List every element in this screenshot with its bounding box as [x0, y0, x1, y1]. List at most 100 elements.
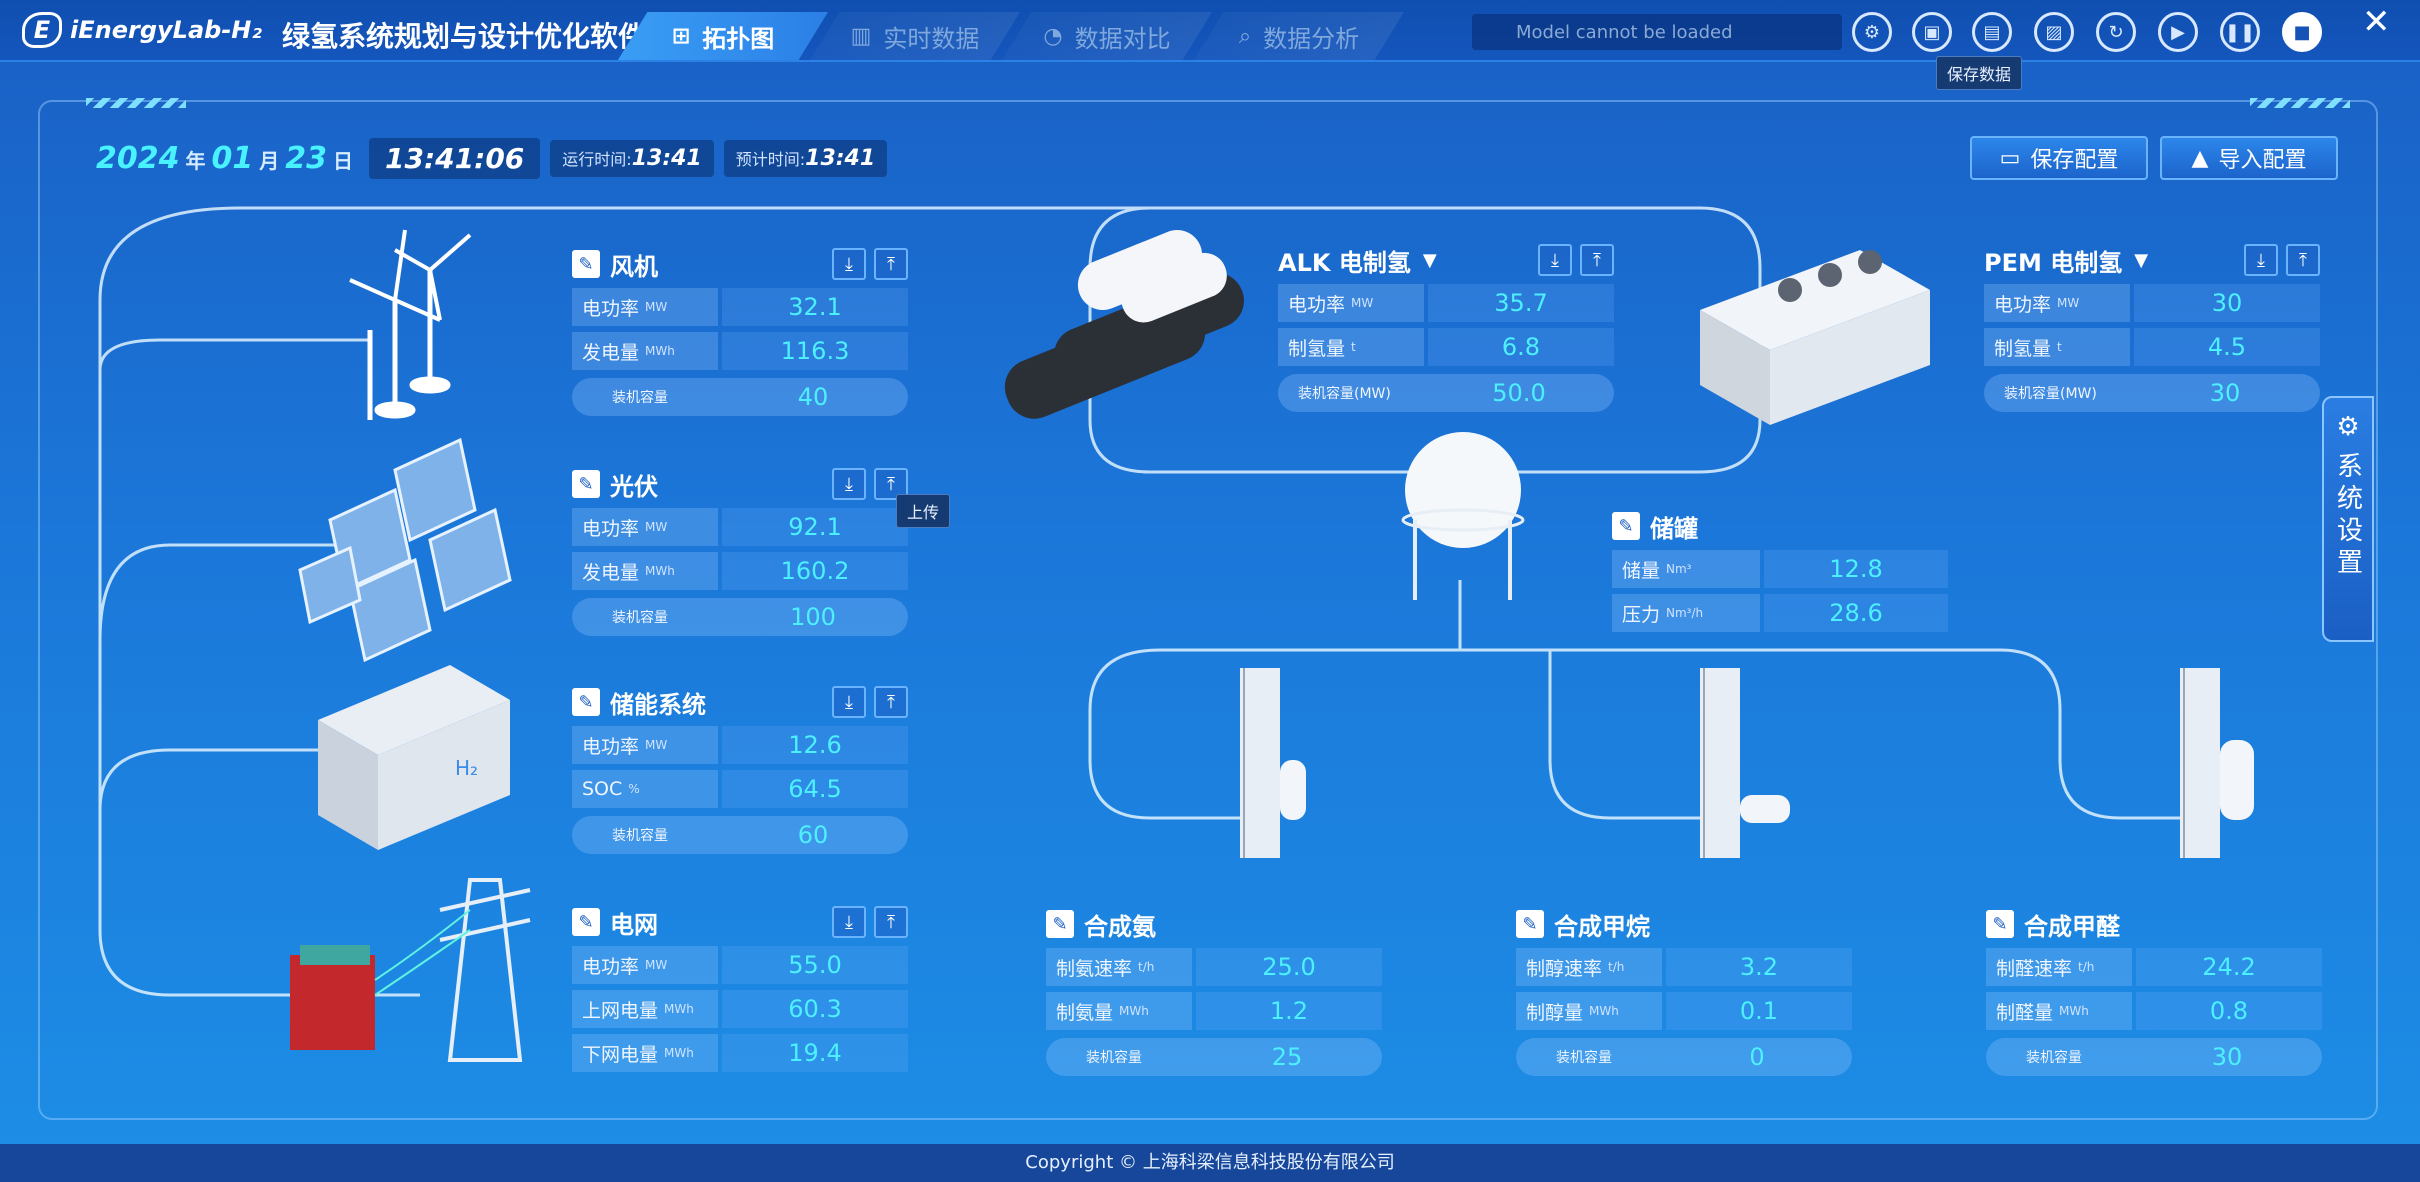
unit: MWh [645, 344, 675, 358]
pv-power-value: 92.1 [722, 508, 908, 546]
unit: MWh [2059, 1004, 2089, 1018]
download-grid-button[interactable]: ⤓ [832, 906, 866, 938]
logo: E iEnergyLab-H₂ [22, 12, 262, 48]
formaldehyde-capacity-value: 30 [2211, 1043, 2243, 1071]
import-config-button[interactable]: ▲导入配置 [2160, 136, 2338, 180]
download-storage-button[interactable]: ⤓ [832, 686, 866, 718]
unit: Nm³ [1666, 562, 1692, 576]
capacity-label: 装机容量(MW) [1298, 386, 1391, 402]
save-data-button[interactable]: ▣ [1912, 12, 1952, 52]
label-text: SOC [582, 778, 623, 800]
label-text: 发电量 [582, 341, 640, 364]
pie-chart-icon: ◔ [1043, 23, 1063, 49]
tab-compare[interactable]: ◔数据对比 [1002, 12, 1212, 60]
day: 23 [285, 141, 327, 176]
edit-pv-button[interactable]: ✎ [572, 470, 600, 498]
tab-topology[interactable]: ⊞拓扑图 [618, 12, 828, 60]
label-text: 电功率 [582, 517, 640, 540]
save-config-button[interactable]: ▭保存配置 [1970, 136, 2148, 180]
day-unit: 日 [333, 149, 353, 173]
run-time: 运行时间:13:41 [550, 140, 714, 177]
stop-button[interactable]: ■ [2282, 12, 2322, 52]
label-text: 电功率 [582, 297, 640, 320]
upload-pem-button[interactable]: ⤒ [2286, 244, 2320, 276]
upload-tooltip: 上传 [896, 494, 951, 528]
app-title: 绿氢系统规划与设计优化软件 [282, 20, 647, 53]
image-button[interactable]: ▨ [2034, 12, 2074, 52]
upload-wind-button[interactable]: ⤒ [874, 248, 908, 280]
dropdown-caret-icon[interactable]: ▼ [1422, 249, 1437, 271]
panel-title: ALK 电制氢 [1278, 248, 1411, 277]
formaldehyde-rate-value: 24.2 [2136, 948, 2322, 986]
edit-grid-button[interactable]: ✎ [572, 908, 600, 936]
system-settings-tab[interactable]: ⚙ 系统设置 [2322, 396, 2374, 642]
image-icon: ▨ [2045, 21, 2063, 43]
settings-button[interactable]: ⚙ [1852, 12, 1892, 52]
capacity-label: 装机容量 [2026, 1050, 2082, 1066]
pv-energy-value: 160.2 [722, 552, 908, 590]
upload-icon: ⤒ [887, 473, 895, 495]
label-text: 制醛速率 [1996, 957, 2073, 980]
settings-icon: ⚙ [1863, 21, 1881, 43]
panel-title: 储罐 [1650, 514, 1698, 543]
estimated-time-label: 预计时间: [735, 150, 806, 169]
capacity-label: 装机容量 [612, 390, 668, 406]
tab-analysis[interactable]: ⌕数据分析 [1194, 12, 1404, 60]
close-button[interactable]: ✕ [2362, 2, 2391, 42]
tab-label: 实时数据 [883, 24, 980, 53]
unit: t/h [1608, 960, 1625, 974]
upload-storage-button[interactable]: ⤒ [874, 686, 908, 718]
field-label: SOC% [572, 770, 718, 808]
dropdown-caret-icon[interactable]: ▼ [2134, 249, 2149, 271]
unit: MW [645, 520, 668, 534]
label-text: 上网电量 [582, 999, 659, 1022]
download-pv-button[interactable]: ⤓ [832, 468, 866, 500]
estimated-time: 预计时间:13:41 [723, 140, 888, 177]
download-wind-button[interactable]: ⤓ [832, 248, 866, 280]
save-config-label: 保存配置 [2030, 148, 2119, 173]
upload-pv-button[interactable]: ⤒ [874, 468, 908, 500]
logo-text: iEnergyLab-H₂ [70, 16, 262, 44]
upload-grid-button[interactable]: ⤒ [874, 906, 908, 938]
unit: Nm³/h [1666, 606, 1704, 620]
unit: MWh [1119, 1004, 1149, 1018]
refresh-button[interactable]: ↻ [2096, 12, 2136, 52]
edit-methane-button[interactable]: ✎ [1516, 910, 1544, 938]
edit-storage-button[interactable]: ✎ [572, 688, 600, 716]
pause-button[interactable]: ❚❚ [2220, 12, 2260, 52]
download-alk-button[interactable]: ⤓ [1538, 244, 1572, 276]
grid-power-value: 55.0 [722, 946, 908, 984]
document-button[interactable]: ▤ [1972, 12, 2012, 52]
tab-realtime[interactable]: ▥实时数据 [810, 12, 1020, 60]
logo-mark: E [22, 12, 62, 48]
edit-tank-button[interactable]: ✎ [1612, 512, 1640, 540]
label-text: 制氨速率 [1056, 957, 1133, 980]
play-button[interactable]: ▶ [2158, 12, 2198, 52]
battery-cabinet-illustration: H₂ [318, 665, 510, 850]
panel-title: 光伏 [610, 472, 658, 501]
download-pem-button[interactable]: ⤓ [2244, 244, 2278, 276]
edit-wind-button[interactable]: ✎ [572, 250, 600, 278]
edit-ammonia-button[interactable]: ✎ [1046, 910, 1074, 938]
label-text: 发电量 [582, 561, 640, 584]
power-grid-illustration [290, 878, 531, 1062]
edit-formaldehyde-button[interactable]: ✎ [1986, 910, 2014, 938]
main-tabs: ⊞拓扑图 ▥实时数据 ◔数据对比 ⌕数据分析 [618, 12, 1404, 60]
label-text: 压力 [1622, 603, 1661, 626]
upload-alk-button[interactable]: ⤒ [1580, 244, 1614, 276]
solar-panel-illustration [298, 437, 512, 663]
label-text: 制醇速率 [1526, 957, 1603, 980]
pem-hydrogen-value: 4.5 [2134, 328, 2320, 366]
